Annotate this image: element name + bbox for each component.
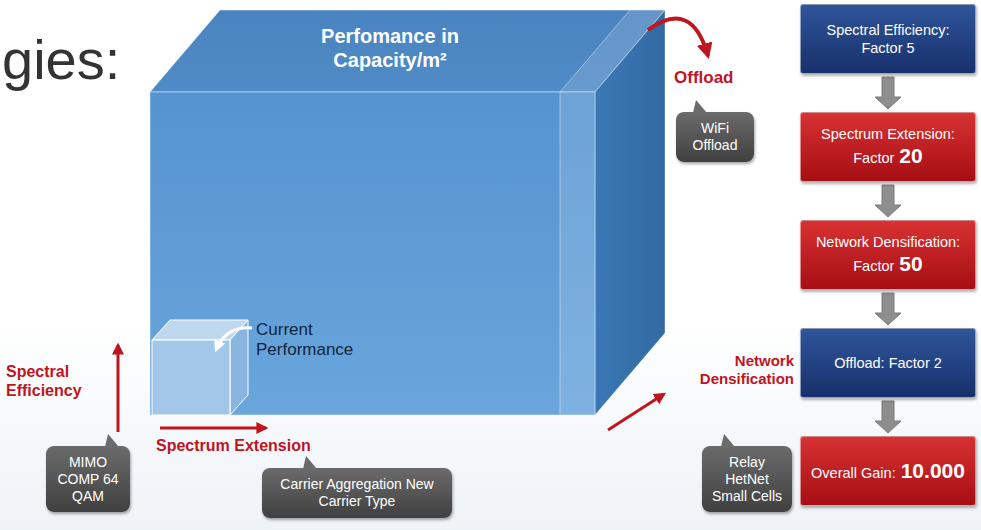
node-text: 20 [899,143,922,169]
axis-arrow [117,345,120,432]
node-text: Offload: Factor 2 [834,354,942,372]
factor-box: Overall Gain: 10.000 [800,436,976,506]
cube-top [150,10,665,92]
node-text: Network Densification: [816,233,960,251]
node-text: 50 [899,251,922,277]
offload-arrow [648,19,708,56]
callout-tail-shape [105,434,119,447]
node-text: Carrier Aggregation New Carrier Type [268,476,446,510]
node-text: Perfomance in Capacity/m² [310,24,470,72]
axis-arrow [608,394,664,430]
flow-arrow [875,77,901,109]
callout-tail-shape [303,456,317,469]
factor-box: Network Densification: Factor 50 [800,220,976,290]
node-text: Overall Gain: [811,464,896,482]
node-text: Factor 5 [861,39,914,57]
small-cube-front [152,340,230,415]
flow-arrow [875,401,901,433]
cube-front [150,92,595,415]
slab-edge [560,10,630,92]
axis-label: Spectrum Extension [156,436,311,455]
axis-label: Spectral Efficiency [6,362,106,400]
node-text: MIMO COMP 64 QAM [52,454,124,504]
callout-tail-shape [721,434,735,447]
axis-label: Offload [674,68,734,88]
performance-cube: Perfomance in Capacity/m² [150,10,665,415]
factor-box: Offload: Factor 2 [800,328,976,398]
axis-arrow [160,427,266,430]
callout-bubble: MIMO COMP 64 QAM [46,446,130,512]
pointer-label: Current Performance [256,320,366,361]
node-text: 10.000 [901,458,965,484]
small-cube-side [230,320,248,415]
node-text: Spectral Efficiency: [826,21,949,39]
callout-tail-shape [693,100,707,113]
callout-tail [302,456,318,469]
axis-label: Network Densification [672,352,794,388]
offload-slab-top [560,10,665,92]
node-text: Spectrum Extension: [821,125,955,143]
factor-box: Spectral Efficiency:Factor 5 [800,4,976,74]
callout-bubble: Relay HetNet Small Cells [702,446,792,512]
node-text: WiFi Offload [682,120,748,154]
callout-tail [720,434,736,447]
factor-box: Spectrum Extension: Factor 20 [800,112,976,182]
node-text: Relay HetNet Small Cells [708,454,786,504]
node-text: Factor [853,257,894,275]
flow-arrow [875,185,901,217]
pointer-arrow [216,328,252,350]
callout-tail [692,100,708,113]
slab-edge [560,92,561,415]
callout-bubble: Carrier Aggregation New Carrier Type [262,468,452,518]
callout-bubble: WiFi Offload [676,112,754,162]
offload-slab [560,92,595,415]
node-text: Factor [853,149,894,167]
callout-tail [104,434,120,447]
flow-arrow [875,293,901,325]
title-fragment: gies: [2,26,120,93]
